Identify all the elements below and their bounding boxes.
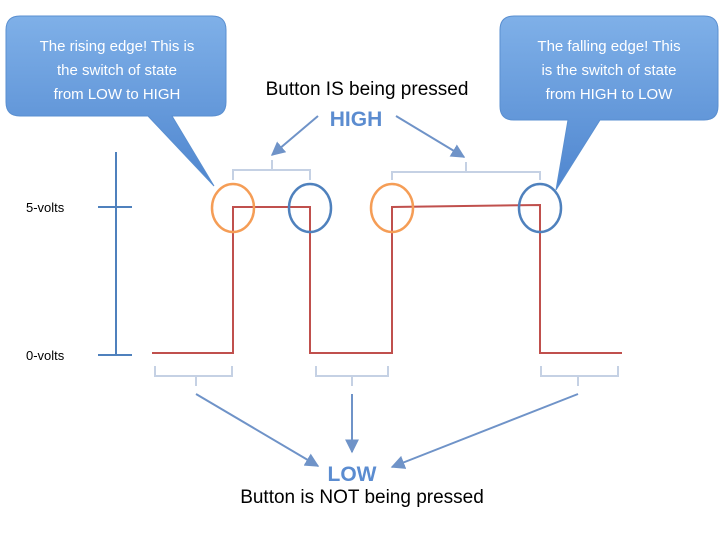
high-caption: Button IS being pressed bbox=[266, 79, 469, 100]
low-bracket-1 bbox=[154, 366, 233, 386]
falling-callout-line-3: from HIGH to LOW bbox=[546, 86, 674, 103]
rising-callout-line-3: from LOW to HIGH bbox=[54, 86, 181, 103]
falling-edge-callout: The falling edge! This is the switch of … bbox=[499, 15, 719, 191]
rising-callout-bubble bbox=[5, 15, 227, 187]
high-bracket-2 bbox=[391, 162, 541, 180]
high-arrow-left bbox=[270, 115, 319, 156]
low-arrow-left bbox=[195, 393, 320, 467]
square-wave-signal bbox=[152, 203, 622, 354]
voltage-axis: 5-volts 0-volts bbox=[26, 152, 132, 363]
low-arrow-right bbox=[390, 393, 579, 469]
rising-callout-line-2: the switch of state bbox=[57, 62, 177, 79]
rising-edge-marker-1 bbox=[210, 182, 256, 234]
low-bracket-3 bbox=[540, 366, 619, 386]
high-bracket-1 bbox=[232, 160, 311, 180]
falling-callout-line-2: is the switch of state bbox=[541, 62, 676, 79]
rising-edge-marker-2 bbox=[369, 182, 415, 234]
low-caption: Button is NOT being pressed bbox=[240, 487, 484, 508]
rising-edge-callout: The rising edge! This is the switch of s… bbox=[5, 15, 227, 187]
falling-callout-line-1: The falling edge! This bbox=[537, 38, 680, 55]
low-bracket-2 bbox=[315, 366, 389, 386]
rising-callout-line-1: The rising edge! This is bbox=[40, 38, 195, 55]
zero-volts-label: 0-volts bbox=[26, 348, 65, 363]
falling-callout-bubble bbox=[499, 15, 719, 191]
falling-edge-marker-1 bbox=[287, 182, 333, 234]
five-volts-label: 5-volts bbox=[26, 200, 65, 215]
high-state-label: HIGH bbox=[330, 108, 383, 131]
high-arrow-right bbox=[395, 115, 466, 158]
low-state-label: LOW bbox=[328, 463, 377, 486]
falling-edge-marker-2 bbox=[517, 182, 563, 234]
